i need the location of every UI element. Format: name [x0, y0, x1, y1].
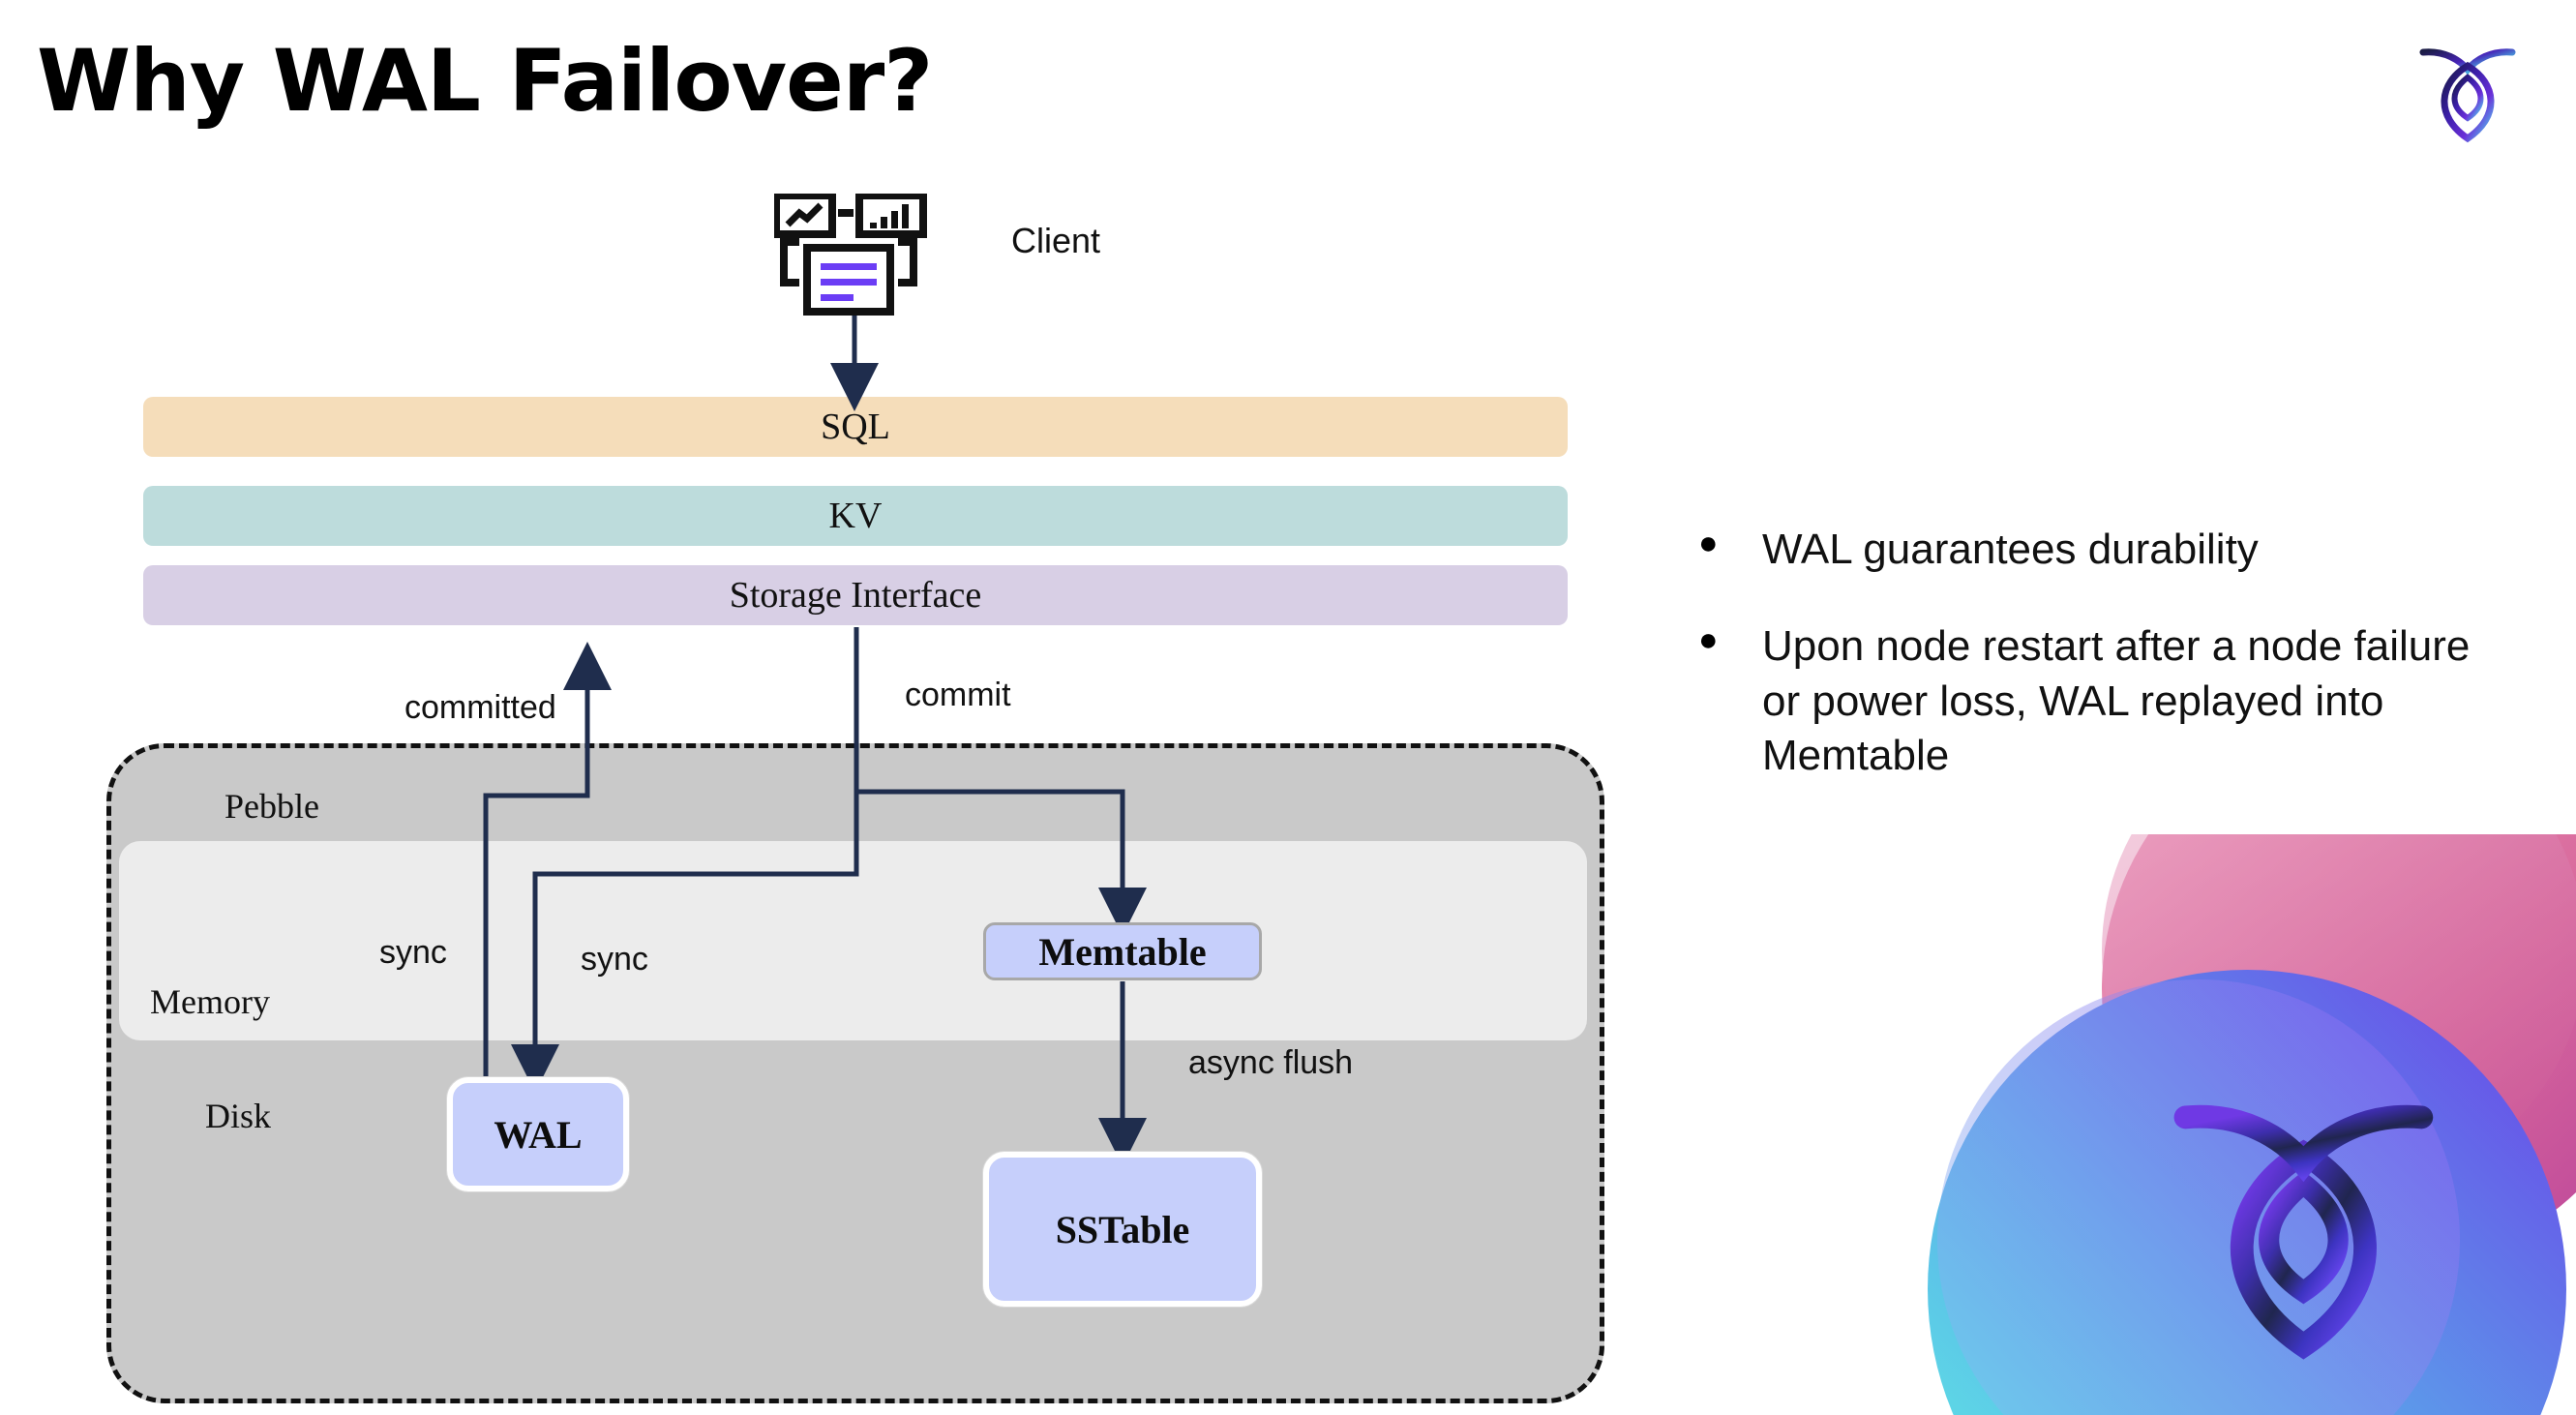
list-item: ● Upon node restart after a node failure…: [1698, 619, 2492, 783]
page-title: Why WAL Failover?: [37, 31, 933, 131]
list-item: ● WAL guarantees durability: [1698, 523, 2492, 577]
pebble-label: Pebble: [225, 787, 319, 826]
layer-kv: KV: [143, 486, 1568, 546]
cockroachdb-logo-icon: [2413, 37, 2522, 143]
layer-sql: SQL: [143, 397, 1568, 457]
bullet-text: WAL guarantees durability: [1762, 526, 2259, 573]
disk-label: Disk: [205, 1097, 272, 1135]
edge-label-async-flush: async flush: [1188, 1044, 1354, 1081]
bullet-dot-icon: ●: [1698, 621, 1719, 659]
node-wal: WAL: [447, 1077, 629, 1191]
memory-label: Memory: [150, 982, 270, 1021]
edge-label-commit: commit: [905, 677, 1011, 713]
bullet-text: Upon node restart after a node failure o…: [1762, 622, 2471, 779]
node-sstable: SSTable: [983, 1152, 1262, 1307]
client-label: Client: [1011, 221, 1101, 260]
edge-label-sync-left: sync: [379, 934, 447, 971]
bullet-list: ● WAL guarantees durability ● Upon node …: [1698, 523, 2492, 783]
architecture-diagram: Client SQL KV Storage Interface Pebble M…: [106, 192, 1604, 1403]
edge-label-committed: committed: [404, 689, 556, 726]
cockroachdb-decorative-circles: [1841, 834, 2576, 1415]
node-memtable: Memtable: [983, 922, 1262, 980]
layer-storage-interface: Storage Interface: [143, 565, 1568, 625]
diagram-connectors: [483, 316, 1147, 1166]
client-terminal-icon: [772, 192, 929, 319]
bullet-dot-icon: ●: [1698, 525, 1719, 561]
edge-label-sync-right: sync: [581, 941, 648, 978]
